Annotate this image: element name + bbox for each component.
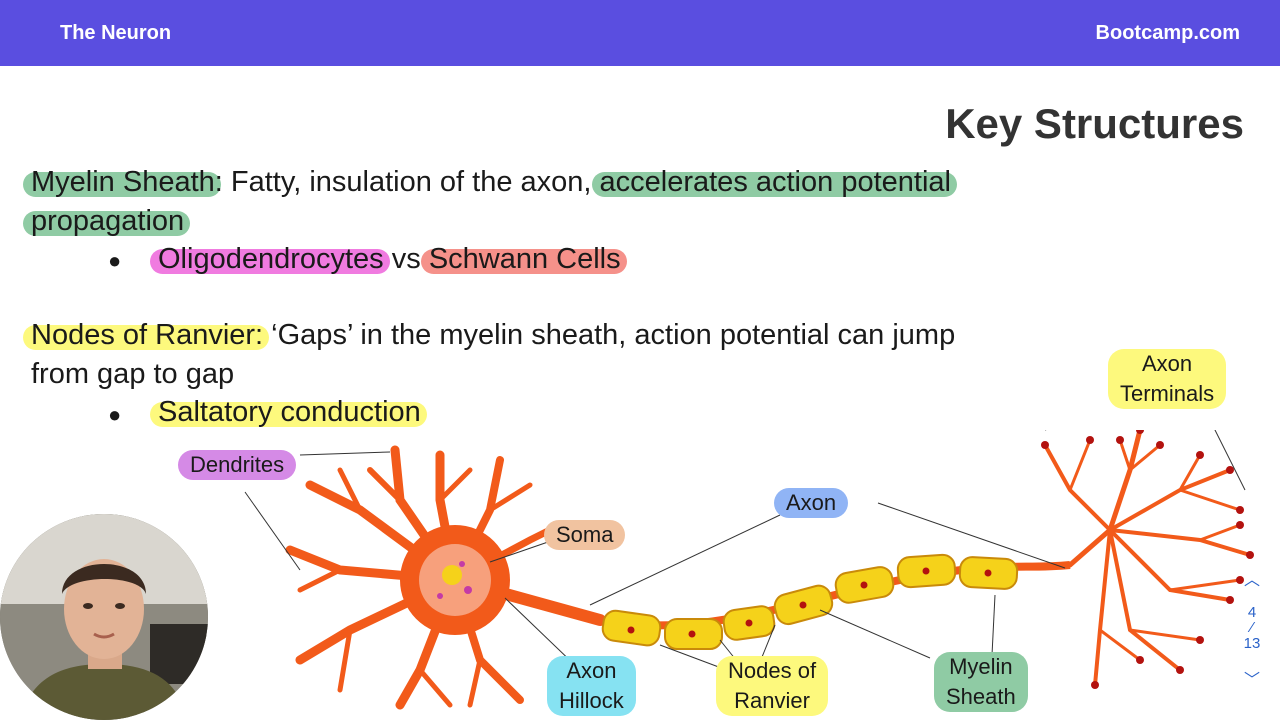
myelin-term: Myelin Sheath [23, 166, 221, 198]
oligodendrocytes-term: Oligodendrocytes [150, 243, 390, 275]
neuron-diagram [244, 430, 1254, 710]
nodes-of-ranvier-label: Nodes of Ranvier [716, 656, 829, 716]
label-leader-lines [244, 430, 1246, 676]
nodes-text-2: from gap to gap [31, 358, 235, 390]
axon-terminals-label: Axon Terminals [1108, 349, 1227, 409]
bullet-dot: ● [108, 402, 122, 427]
schwann-term: Schwann Cells [420, 243, 627, 275]
vs-text: vs [383, 243, 429, 275]
myelin-text-2: propagation [22, 205, 191, 237]
pager-current: 4 [1247, 604, 1257, 621]
myelin-line-2: propagation [22, 205, 191, 238]
bullet-dot: ● [108, 248, 122, 273]
myelin-text: : Fatty, insulation of the axon, [214, 166, 600, 198]
axon-label: Axon [774, 488, 849, 518]
myelin-sheath-label: Myelin Sheath [934, 652, 1028, 712]
pager-up-icon[interactable]: ︿ [1243, 572, 1260, 589]
top-bar: The Neuron Bootcamp.com [0, 0, 1280, 66]
nucleolus [442, 565, 462, 585]
nodes-bullet: Saltatory conduction [150, 396, 427, 429]
pager-divider: ⁄ [1250, 619, 1254, 636]
terminal-buttons [1041, 430, 1254, 689]
axon-terminal-branches [1043, 430, 1252, 687]
myelin-highlight: accelerates action potential [591, 166, 958, 198]
nodes-line-1: Nodes of Ranvier: ‘Gaps’ in the myelin s… [22, 319, 956, 352]
brand-name: Bootcamp.com [1095, 22, 1240, 44]
myelin-bullet: Oligodendrocytes vs Schwann Cells [150, 243, 627, 276]
lesson-title: The Neuron [60, 22, 172, 44]
pager-down-icon[interactable]: ﹀ [1243, 672, 1260, 689]
slide-pager: ︿ 4 ⁄ 13 ﹀ [1240, 566, 1264, 690]
axon-hillock-label: Axon Hillock [547, 656, 636, 716]
dendrites-label: Dendrites [178, 450, 297, 480]
myelin-line-1: Myelin Sheath: Fatty, insulation of the … [23, 166, 958, 199]
nodes-line-2: from gap to gap [31, 358, 234, 391]
pager-total: 13 [1243, 635, 1261, 652]
nodes-text: ‘Gaps’ in the myelin sheath, action pote… [263, 319, 956, 351]
presenter-video [0, 514, 208, 720]
myelin-segments [601, 553, 1019, 650]
saltatory-term: Saltatory conduction [150, 396, 427, 428]
nodes-term: Nodes of Ranvier: [22, 319, 270, 351]
slide-title: Key Structures [945, 100, 1244, 147]
soma-label: Soma [544, 520, 626, 550]
presenter-avatar-icon [0, 514, 208, 720]
